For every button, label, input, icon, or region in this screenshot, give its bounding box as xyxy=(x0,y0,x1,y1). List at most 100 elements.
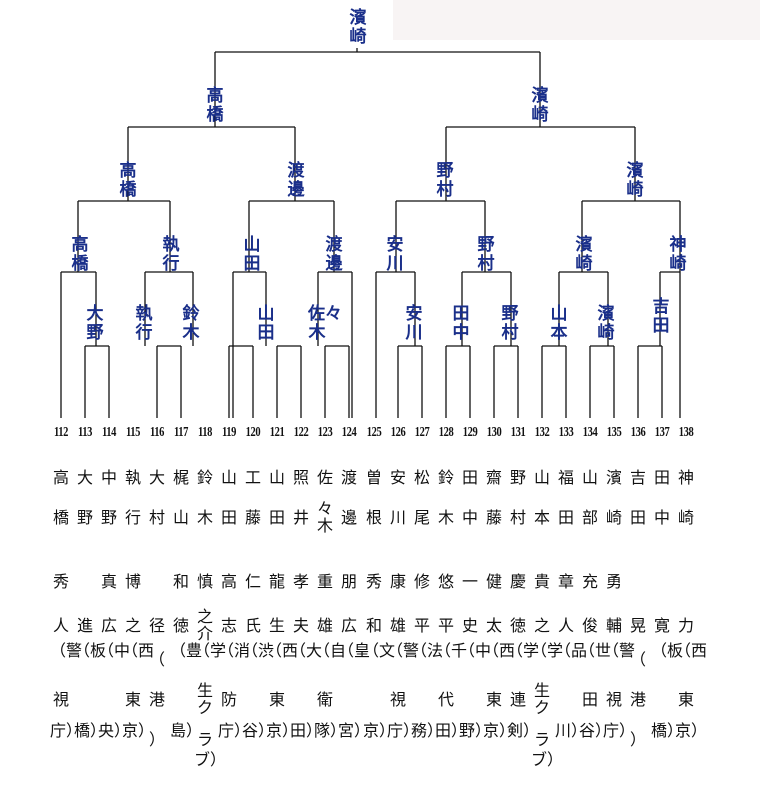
entrant-char: 港 xyxy=(629,690,646,709)
entrant-char: （渋 xyxy=(242,641,275,660)
round3-winner: 高橋 xyxy=(71,235,89,274)
entrant-char: 島） xyxy=(170,721,203,740)
entrant-char: 雄 xyxy=(389,616,406,635)
entrant-char: 井 xyxy=(292,508,309,527)
entrant-char: ラブ） xyxy=(531,730,564,769)
entrant-char: 部 xyxy=(581,508,598,527)
entrant-char: 龍 xyxy=(268,572,285,591)
entrant-char: 仁 xyxy=(244,572,261,591)
entrant-char: 広 xyxy=(100,616,117,635)
entrant-char: 重 xyxy=(316,572,333,591)
entrant-char: 田 xyxy=(557,508,574,527)
entrant-char: 之介 xyxy=(196,607,213,643)
entrant-char: 木 xyxy=(196,508,213,527)
round2-winner: 山田 xyxy=(257,304,275,343)
entrant-number: 115 xyxy=(125,424,141,439)
entrant-number: 131 xyxy=(510,424,526,439)
entrant-number: 116 xyxy=(149,424,165,439)
entrant-char: 康 xyxy=(389,572,406,591)
entrant-char: 東 xyxy=(677,690,694,709)
entrant-number: 138 xyxy=(678,424,694,439)
entrant-char: 橋） xyxy=(651,721,684,740)
entrant-char: 行 xyxy=(124,508,141,527)
entrant-char: 梶 xyxy=(172,468,189,487)
entrant-number: 127 xyxy=(414,424,430,439)
round2-winner: 鈴木 xyxy=(182,304,200,343)
entrant-char: 曽 xyxy=(365,468,382,487)
entrant-char: ） xyxy=(148,730,165,749)
entrant-char: 修 xyxy=(413,572,430,591)
entrant-char: 庁） xyxy=(603,721,636,740)
entrant-char: （板 xyxy=(651,641,684,660)
entrant-char: 山 xyxy=(533,468,550,487)
entrant-char: 田 xyxy=(461,468,478,487)
entrant-char: 高 xyxy=(52,468,69,487)
entrant-number: 117 xyxy=(173,424,189,439)
entrant-char: 村 xyxy=(148,508,165,527)
entrant-char: 視 xyxy=(52,690,69,709)
entrant-char: 野 xyxy=(509,468,526,487)
entrant-char: （西 xyxy=(483,641,516,660)
entrant-char: 根 xyxy=(365,508,382,527)
entrant-char: 照 xyxy=(292,468,309,487)
entrant-char: 庁） xyxy=(218,721,251,740)
entrant-char: 港 xyxy=(148,690,165,709)
entrant-char xyxy=(74,690,96,710)
entrant-char: 橋 xyxy=(52,508,69,527)
entrant-number: 130 xyxy=(486,424,502,439)
round2-winner: 山本 xyxy=(550,304,568,343)
entrant-char: 庁） xyxy=(387,721,420,740)
entrant-char xyxy=(363,690,385,710)
entrant-char: 京） xyxy=(122,721,155,740)
entrant-char: 志 xyxy=(220,616,237,635)
entrant-char: 庁） xyxy=(50,721,83,740)
entrant-char: 藤 xyxy=(244,508,261,527)
entrant-char: 齋 xyxy=(485,468,502,487)
entrant-char: 朋 xyxy=(340,572,357,591)
round3-winner: 野村 xyxy=(477,235,495,274)
entrant-char: 視 xyxy=(605,690,622,709)
entrant-char: 宮） xyxy=(338,721,371,740)
entrant-char: 広 xyxy=(340,616,357,635)
round3-winner: 安川 xyxy=(386,235,404,274)
entrant-char: 代 xyxy=(437,690,454,709)
entrant-char: 野 xyxy=(100,508,117,527)
entrant-char: 太 xyxy=(485,616,502,635)
entrant-char: 生ク xyxy=(533,681,550,717)
entrant-char xyxy=(555,690,577,710)
entrant-char: 連 xyxy=(509,690,526,709)
entrant-char: 高 xyxy=(220,572,237,591)
entrant-char: 和 xyxy=(172,572,189,591)
entrant-char: 崎 xyxy=(605,508,622,527)
round3-winner: 山田 xyxy=(243,235,261,274)
entrant-number: 113 xyxy=(77,424,93,439)
entrant-number: 114 xyxy=(101,424,117,439)
entrant-char: 悠 xyxy=(437,572,454,591)
entrant-char: 慶 xyxy=(509,572,526,591)
entrant-char: 邊 xyxy=(340,508,357,527)
entrant-char: 崎 xyxy=(677,508,694,527)
entrant-char: 田 xyxy=(268,508,285,527)
round2-winner: 大野 xyxy=(86,304,104,343)
entrant-char: 俊 xyxy=(581,616,598,635)
champion-name: 濱崎 xyxy=(349,8,367,47)
entrant-char: 川 xyxy=(389,508,406,527)
entrant-char: 川） xyxy=(555,721,588,740)
semifinal-winner: 濱崎 xyxy=(531,86,549,125)
entrant-char: （千 xyxy=(435,641,468,660)
entrant-char: （警 xyxy=(387,641,420,660)
entrant-char: （警 xyxy=(50,641,83,660)
entrant-char: 鈴 xyxy=(196,468,213,487)
entrant-char xyxy=(411,690,433,710)
background-shade xyxy=(393,0,760,40)
entrant-char: 之 xyxy=(533,616,550,635)
entrant-char: （法 xyxy=(411,641,444,660)
entrant-char: 径 xyxy=(148,616,165,635)
entrant-char: （ xyxy=(148,650,165,669)
entrant-char: 章 xyxy=(557,572,574,591)
entrant-char: 防 xyxy=(220,690,237,709)
entrant-char: 京） xyxy=(266,721,299,740)
quarterfinal-winner: 渡邊 xyxy=(287,161,305,200)
entrant-char: （西 xyxy=(266,641,299,660)
entrant-char: 工 xyxy=(244,468,261,487)
